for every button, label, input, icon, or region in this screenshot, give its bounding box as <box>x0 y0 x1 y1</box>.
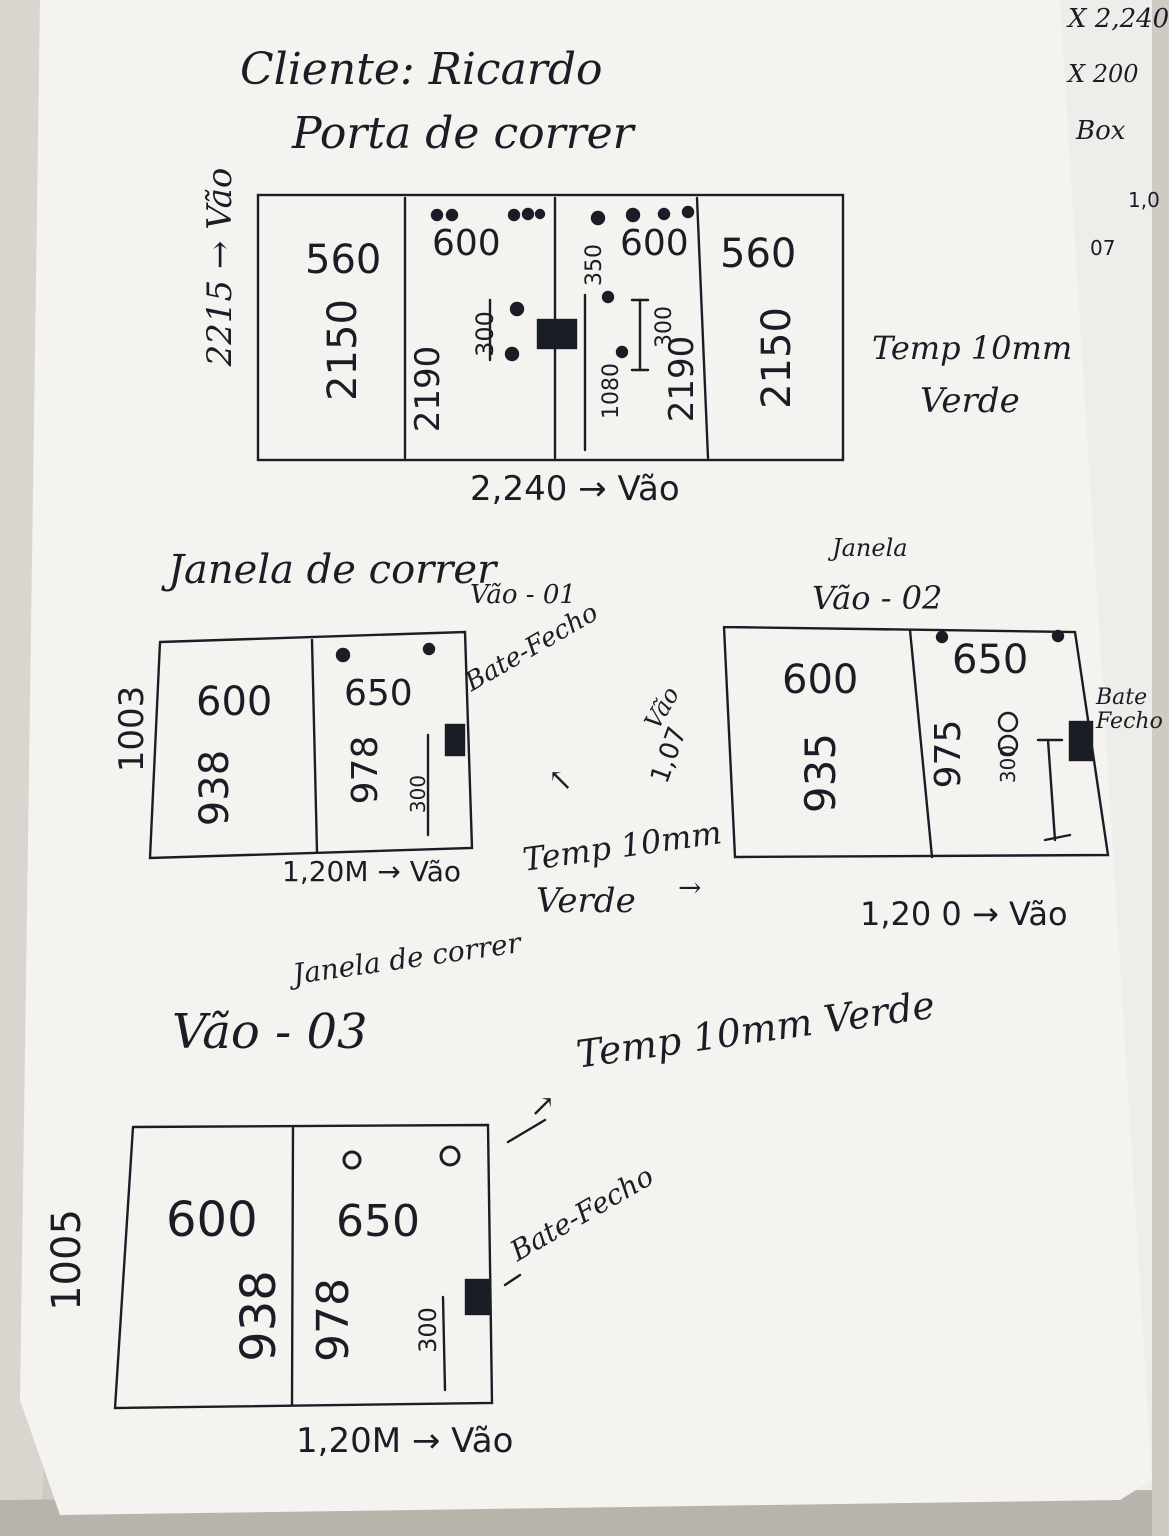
door-glass-note-2: Verde <box>920 381 1020 421</box>
window-1-left-width: 600 <box>196 679 273 725</box>
window-3-width-label: 1,20M → Vão <box>296 1421 514 1461</box>
middle-arrow-icon: ↖ <box>548 763 574 798</box>
side-text-3: Box <box>1076 116 1126 146</box>
door-panel-3-lock-height: 300 <box>652 306 677 348</box>
door-screws <box>430 205 695 362</box>
window-1-right-height: 978 <box>345 735 386 805</box>
window-1-width-label: 1,20M → Vão <box>282 855 462 888</box>
door-panel-1-height: 2150 <box>320 299 366 401</box>
subject-title: Porta de correr <box>292 108 634 159</box>
door-drawing <box>256 193 845 462</box>
middle-arrow-right-icon: → <box>678 871 702 904</box>
door-panel-4-height: 2150 <box>754 307 800 409</box>
door-glass-note-1: Temp 10mm <box>872 329 1073 367</box>
window-1-title: Janela de correr <box>168 547 497 593</box>
door-panel-3-width: 600 <box>620 223 689 264</box>
window-3-label: Vão - 03 <box>172 1004 368 1060</box>
door-panel-2-lock-height: 300 <box>471 311 499 357</box>
door-panel-3-handle-height: 1080 <box>599 363 624 419</box>
side-text-2: X 200 <box>1068 60 1139 88</box>
window-2-width-label: 1,20 0 → Vão <box>860 895 1068 933</box>
window-2-label: Vão - 02 <box>812 579 943 617</box>
door-panel-2-height: 2190 <box>408 345 448 433</box>
window-1-lock-height: 300 <box>406 774 430 814</box>
door-panel-1-width: 560 <box>305 237 382 283</box>
window-3-right-width: 650 <box>336 1196 420 1247</box>
window-2-left-width: 600 <box>782 657 859 703</box>
window-2-lock-note: Bate Fecho <box>1096 685 1163 735</box>
window-1-height-label: 1003 <box>112 685 152 773</box>
window-3-height-label: 1005 <box>44 1209 90 1311</box>
door-height-label: 2215 → Vão <box>200 167 240 367</box>
window-1-left-height: 938 <box>192 749 238 827</box>
window-3-left-width: 600 <box>166 1192 258 1248</box>
door-width-label: 2,240 → Vão <box>470 469 680 509</box>
window-2-right-width: 650 <box>952 637 1029 683</box>
window-1-drawing <box>148 630 474 860</box>
door-panel-3-top-offset: 350 <box>582 244 607 286</box>
window-2-right-height: 975 <box>928 719 969 789</box>
window-3-right-height: 978 <box>308 1278 359 1362</box>
window-2-title: Janela <box>832 534 908 562</box>
window-1-label: Vão - 01 <box>470 580 576 610</box>
window-2-lock-height: 300 <box>996 744 1020 784</box>
window-3-arrow-icon: ↗ <box>530 1089 556 1124</box>
door-panel-4-width: 560 <box>720 231 797 277</box>
window-3-left-height: 938 <box>231 1270 287 1362</box>
side-text-1: X 2,240 <box>1068 4 1169 34</box>
door-panel-2-width: 600 <box>432 223 501 264</box>
window-3-drawing <box>113 1118 547 1410</box>
paper <box>20 0 1152 1515</box>
client-name: Cliente: Ricardo <box>240 44 603 95</box>
side-text-5: 1,0 <box>1128 188 1160 212</box>
window-1-right-width: 650 <box>344 673 413 714</box>
window-3-lock-height: 300 <box>414 1307 442 1353</box>
side-text-4: 07 <box>1090 236 1116 260</box>
window-2-left-height: 935 <box>796 732 845 814</box>
middle-glass-note-2: Verde <box>536 881 636 921</box>
window-2-drawing <box>722 625 1110 859</box>
